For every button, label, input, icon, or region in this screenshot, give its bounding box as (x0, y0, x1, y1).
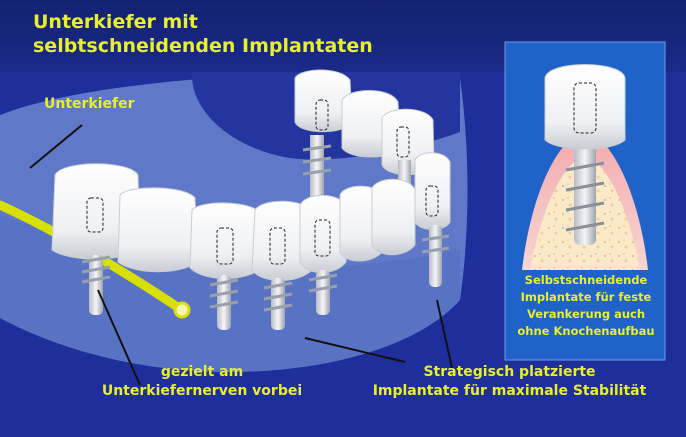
tooth-canine (300, 195, 346, 272)
label-nerve: gezielt am Unterkiefernerven vorbei (92, 363, 312, 401)
label-strategic-line1: Strategisch platzierte (362, 363, 657, 382)
inset-caption-line: Selbstschneidende (505, 272, 667, 289)
tooth-premolar-1 (190, 203, 262, 279)
label-strategic-line2: Implantate für maximale Stabilität (362, 382, 657, 401)
nerve-end (175, 303, 189, 317)
label-strategic: Strategisch platzierte Implantate für ma… (362, 363, 657, 401)
inset-caption: Selbstschneidende Implantate für feste V… (505, 272, 667, 340)
label-jaw: Unterkiefer (44, 95, 135, 114)
tooth-incisor-2 (372, 179, 415, 255)
page-title: Unterkiefer mit selbtschneidenden Implan… (33, 10, 373, 58)
inset-caption-line: ohne Knochenaufbau (505, 323, 667, 340)
label-nerve-line2: Unterkiefernerven vorbei (92, 382, 312, 401)
label-nerve-line1: gezielt am (92, 363, 312, 382)
tooth-back-4 (415, 153, 450, 230)
inset-caption-line: Implantate für feste (505, 289, 667, 306)
inset-caption-line: Verankerung auch (505, 306, 667, 323)
tooth-molar-2 (118, 188, 198, 272)
